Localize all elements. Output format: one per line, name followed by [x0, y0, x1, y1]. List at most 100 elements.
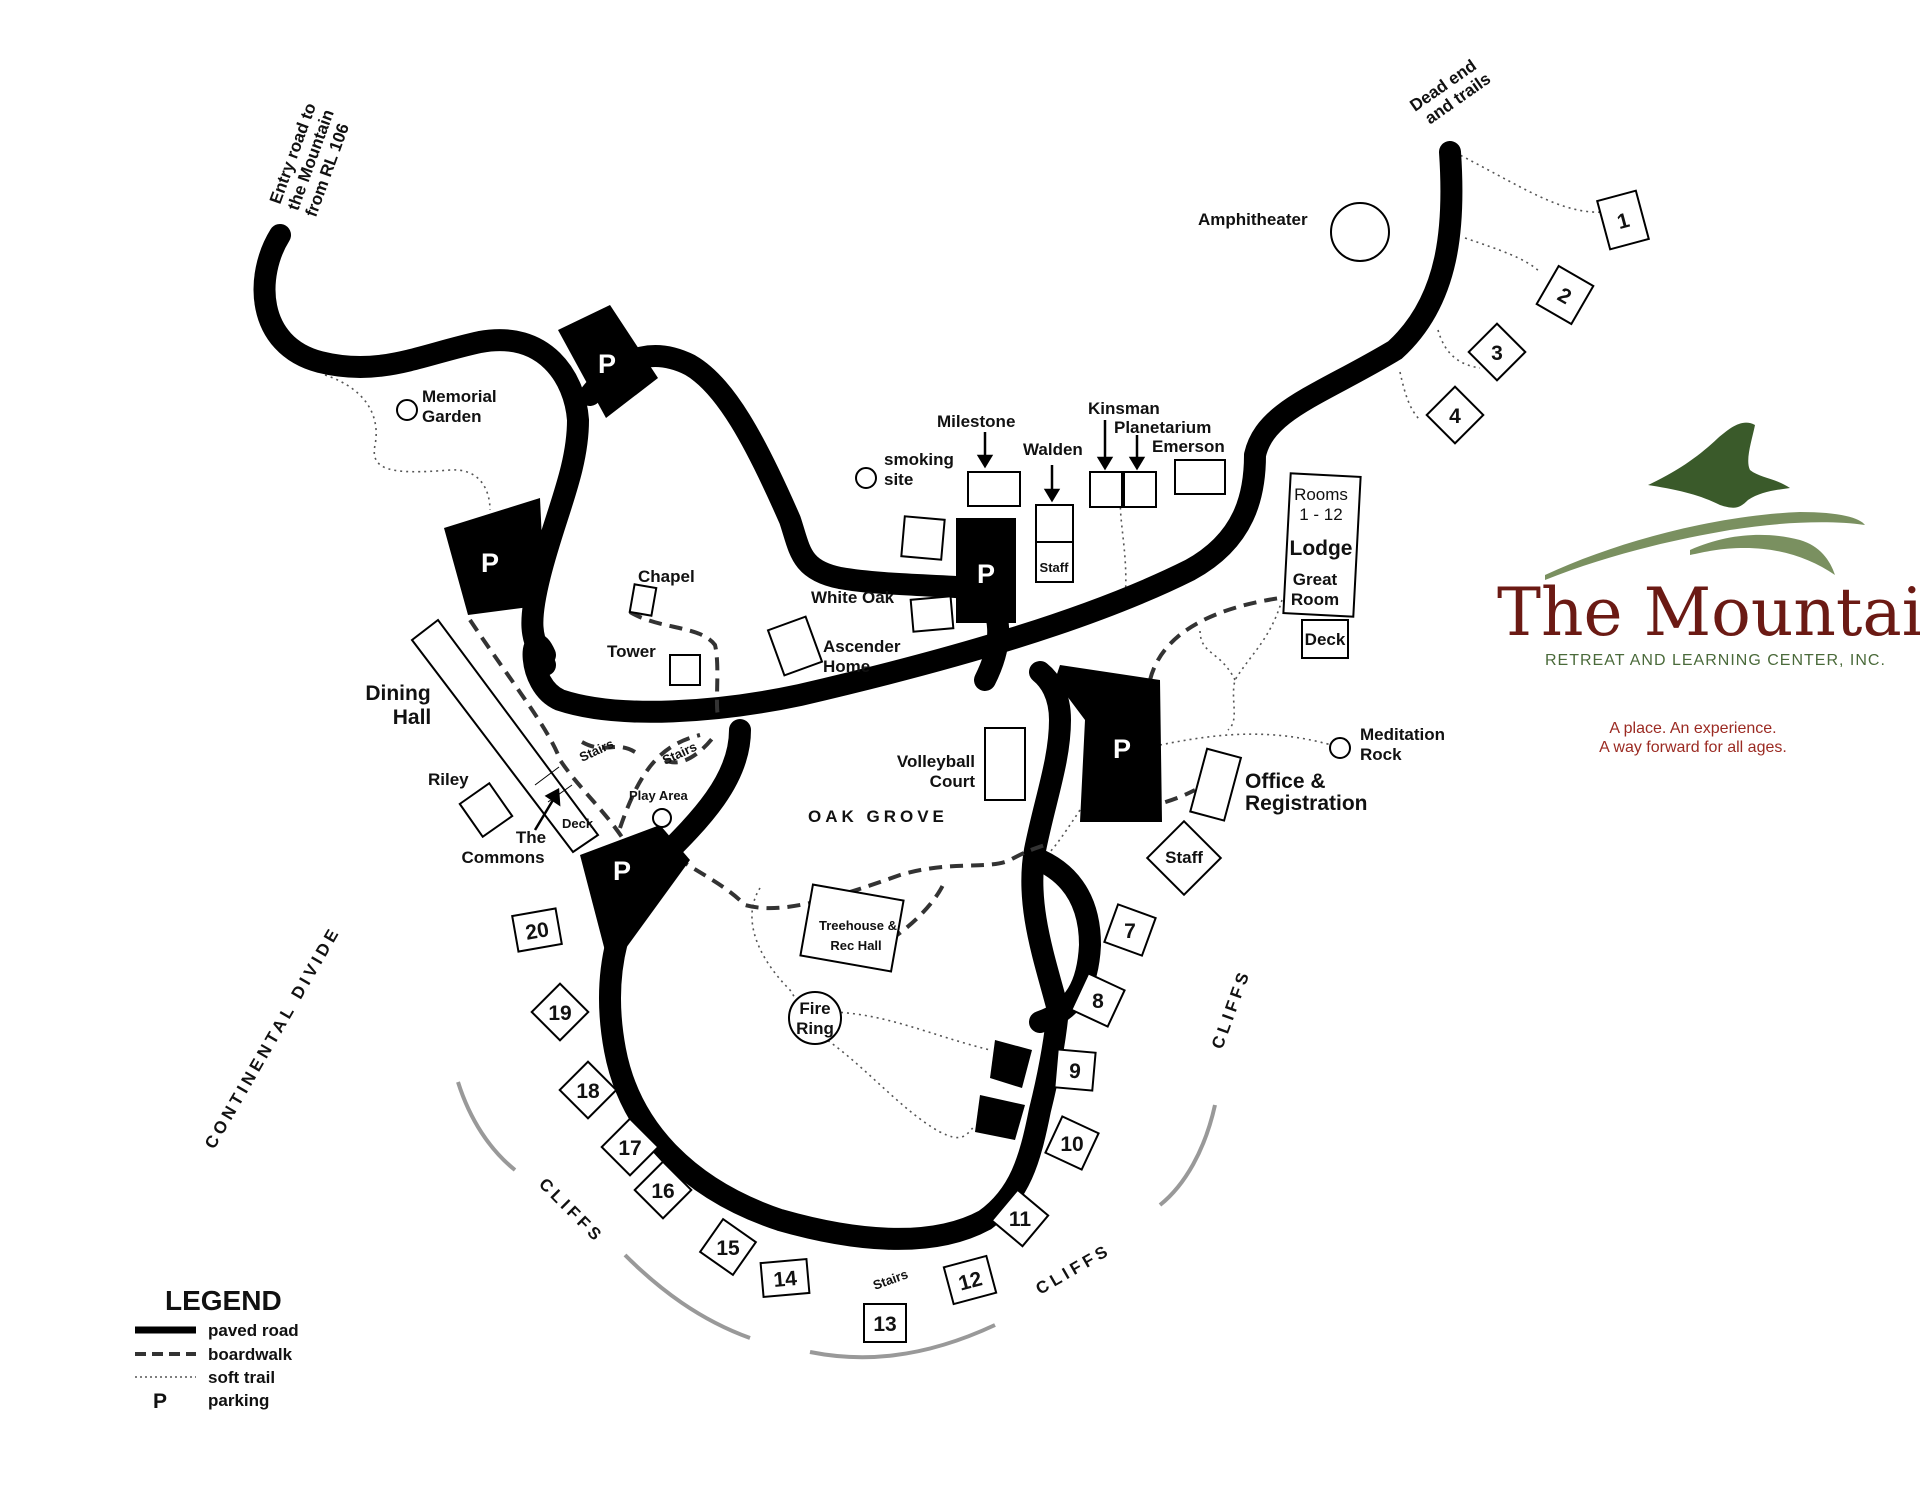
svg-text:P: P — [613, 856, 631, 886]
svg-text:P: P — [598, 349, 616, 379]
map-labels: Entry road to the Mountain from RL 106 D… — [201, 56, 1494, 1299]
svg-text:P: P — [481, 548, 499, 578]
office-registration-label: Office & — [1245, 770, 1326, 793]
kinsman-shape — [1089, 471, 1123, 508]
cabin-4[interactable]: 4 — [1425, 385, 1485, 445]
cabin-17[interactable]: 17 — [600, 1117, 660, 1177]
riley-shape — [458, 781, 514, 839]
paved-roads — [253, 141, 1463, 1250]
legend-item-soft-trail: soft trail — [135, 1368, 275, 1387]
svg-text:8: 8 — [1092, 990, 1104, 1013]
tagline-line-2: A way forward for all ages. — [1599, 739, 1787, 756]
office-registration-label-2: Registration — [1245, 792, 1368, 815]
cabin-14[interactable]: 14 — [759, 1257, 811, 1299]
cabin-9[interactable]: 9 — [1053, 1048, 1097, 1092]
tower-label: Tower — [607, 642, 656, 661]
fire-ring-label-2: Ring — [796, 1019, 834, 1038]
bird-icon — [1648, 422, 1790, 508]
dining-hall-label: Dining — [365, 682, 430, 705]
tagline-line-1: A place. An experience. — [1609, 720, 1776, 737]
emerson-shape — [1174, 459, 1226, 495]
milestone-label: Milestone — [937, 412, 1015, 431]
arrows — [533, 420, 1146, 831]
svg-text:paved road: paved road — [208, 1321, 299, 1340]
cabin-13[interactable]: 13 — [863, 1303, 907, 1343]
staff-walden-label: Staff — [1040, 560, 1070, 575]
parking-lot-center: P — [956, 518, 1016, 623]
cabin-11[interactable]: 11 — [990, 1188, 1050, 1248]
stairs-label-1: Stairs — [577, 736, 616, 765]
great-room-label-2: Room — [1291, 590, 1339, 609]
svg-text:parking: parking — [208, 1391, 269, 1410]
cabins: 1 2 3 4 7 8 9 10 — [511, 189, 1651, 1343]
legend-item-boardwalk: boardwalk — [135, 1345, 293, 1364]
parking-lot-west: P — [444, 498, 545, 615]
milestone-shape — [967, 471, 1021, 507]
ascender-home-shape — [766, 615, 824, 677]
planetarium-label: Planetarium — [1114, 418, 1211, 437]
oak-grove-label: OAK GROVE — [808, 807, 948, 826]
great-room-label: Great — [1293, 570, 1338, 589]
cabin-15[interactable]: 15 — [698, 1217, 758, 1277]
cabin-16[interactable]: 16 — [633, 1160, 693, 1220]
svg-text:P: P — [153, 1390, 167, 1413]
dead-end-label: Dead end and trails — [1406, 56, 1494, 128]
meditation-rock-label: Meditation — [1360, 725, 1445, 744]
cabin-20[interactable]: 20 — [511, 907, 563, 953]
amphitheater-label: Amphitheater — [1198, 210, 1308, 229]
cabin-2[interactable]: 2 — [1535, 264, 1595, 326]
cabin-8[interactable]: 8 — [1070, 972, 1126, 1028]
lodge-deck-shape — [1301, 619, 1349, 659]
lodge-label: Lodge — [1290, 537, 1353, 560]
cabin-1[interactable]: 1 — [1595, 189, 1651, 251]
cliffs-label-south: CLIFFS — [1033, 1240, 1115, 1298]
memorial-garden-label: Memorial — [422, 387, 497, 406]
svg-text:19: 19 — [548, 1002, 571, 1025]
entry-road-label: Entry road to the Mountain from RL 106 — [266, 100, 353, 219]
treehouse-label: Treehouse & — [819, 918, 897, 933]
boardwalks — [468, 596, 1281, 942]
dining-hall-label-2: Hall — [393, 706, 432, 729]
rec-hall-label: Rec Hall — [830, 938, 881, 953]
svg-text:14: 14 — [772, 1267, 798, 1292]
white-oak-shape — [909, 595, 955, 633]
cabin-10[interactable]: 10 — [1044, 1115, 1100, 1171]
memorial-garden-label-2: Garden — [422, 407, 482, 426]
cliffs-label-east: CLIFFS — [1208, 966, 1254, 1051]
svg-text:18: 18 — [576, 1080, 600, 1103]
volleyball-court-label: Volleyball — [897, 752, 975, 771]
rooms-range-label: 1 - 12 — [1299, 505, 1342, 524]
svg-text:9: 9 — [1068, 1060, 1082, 1084]
parking-lots: P P P P P — [444, 305, 1162, 1140]
kinsman-label: Kinsman — [1088, 399, 1160, 418]
fire-ring-shape — [788, 991, 842, 1045]
svg-text:4: 4 — [1449, 405, 1461, 428]
svg-text:soft trail: soft trail — [208, 1368, 275, 1387]
cabin-3[interactable]: 3 — [1467, 322, 1527, 382]
volleyball-court-shape — [984, 727, 1026, 801]
dining-deck-label: Deck — [562, 816, 594, 831]
rooms-label: Rooms — [1294, 485, 1348, 504]
cabin-12[interactable]: 12 — [942, 1254, 998, 1306]
play-area-shape — [652, 808, 672, 828]
lodge-deck-label: Deck — [1305, 630, 1346, 649]
white-oak-label: White Oak — [811, 588, 895, 607]
cabin-18[interactable]: 18 — [558, 1060, 618, 1120]
svg-text:11: 11 — [1009, 1208, 1032, 1231]
cliffs-label-west: CLIFFS — [535, 1174, 607, 1246]
legend-item-paved-road: paved road — [135, 1321, 299, 1340]
parking-lot-south: P — [580, 825, 690, 970]
cabin-19[interactable]: 19 — [530, 982, 590, 1042]
stairs-label-south: Stairs — [871, 1266, 910, 1292]
parking-lot-top: P — [558, 305, 658, 418]
smoking-site-label-2: site — [884, 470, 913, 489]
svg-text:17: 17 — [618, 1137, 641, 1160]
memorial-garden-shape — [396, 399, 418, 421]
cabin-7[interactable]: 7 — [1103, 903, 1157, 957]
hill-front — [1690, 534, 1835, 575]
svg-text:boardwalk: boardwalk — [208, 1345, 293, 1364]
meditation-rock-shape — [1329, 737, 1351, 759]
play-area-label: Play Area — [629, 788, 689, 803]
hill-back — [1545, 512, 1865, 580]
ascender-home-label-2: Home — [823, 657, 870, 676]
